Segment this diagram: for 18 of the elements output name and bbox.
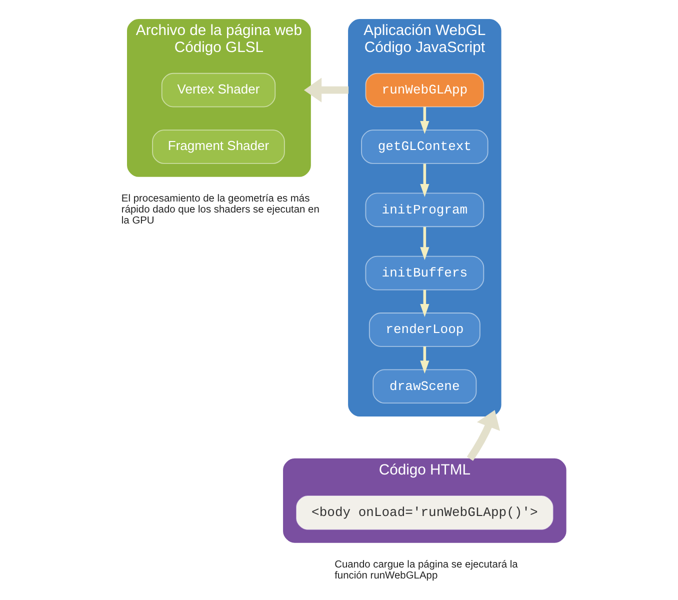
- node-box: initBuffers: [365, 256, 484, 290]
- node-box: Vertex Shader: [161, 72, 276, 108]
- node-label: Cuando cargue la página se ejecutará la función runWebGLApp: [334, 559, 518, 582]
- node-box: Fragment Shader: [152, 130, 285, 164]
- node-box: runWebGLApp: [365, 72, 484, 108]
- arrow: [420, 106, 430, 134]
- node-box: initProgram: [365, 192, 484, 228]
- arrow: [420, 164, 430, 197]
- node-box: drawScene: [372, 369, 477, 404]
- arrow: [466, 410, 500, 461]
- node-label: El procesamiento de la geometría es más rápido dado que los shaders se ejecutan en la GPU: [121, 193, 320, 227]
- arrow: [420, 290, 430, 317]
- node-box: getGLContext: [361, 130, 488, 164]
- arrow: [420, 346, 430, 374]
- node-box: renderLoop: [368, 312, 480, 347]
- node-box: <body onLoad='runWebGLApp()'>: [296, 496, 554, 530]
- arrow: [420, 226, 430, 260]
- arrow: [304, 78, 349, 102]
